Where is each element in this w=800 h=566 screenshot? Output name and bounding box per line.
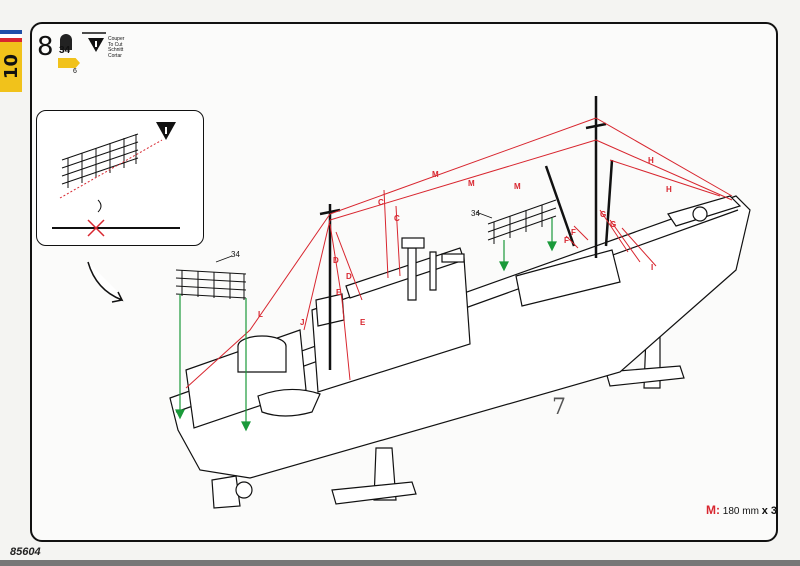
rigging-label-c: C: [394, 214, 400, 223]
rigging-label-g: G: [600, 210, 607, 219]
paint-reference: 34: [59, 45, 71, 56]
part-number: 34: [231, 250, 240, 259]
railing-part: [61, 133, 139, 188]
legend-letter: M: [706, 503, 716, 517]
detail-inset: [36, 110, 204, 246]
paint-sub: 6: [73, 68, 77, 75]
rigging-label-f: F: [564, 236, 569, 245]
lifeboat: [257, 388, 321, 417]
rigging-label-m: M: [468, 179, 475, 188]
rigging-label-i: I: [651, 263, 654, 272]
rigging-label-g: G: [610, 220, 617, 229]
cross-icon: [87, 219, 105, 237]
product-code: 85604: [10, 546, 41, 558]
rigging-label-d: D: [346, 272, 352, 281]
page-number-tab: 10: [0, 42, 22, 92]
rigging-lines: [185, 117, 733, 389]
part-number: 34: [471, 209, 480, 218]
rigging-label-h: H: [666, 185, 672, 194]
flag-icon: [0, 30, 22, 42]
paint-chip-icon: [58, 58, 80, 68]
step-number: 8: [37, 32, 54, 62]
rigging-label-m: M: [432, 170, 439, 179]
legend-count: x 3: [761, 505, 777, 517]
assembly-mark: 7: [552, 395, 566, 420]
bottom-strip: [0, 560, 800, 566]
rudder: [211, 475, 241, 509]
placement-arrows: [175, 218, 557, 432]
rigging-label-m: M: [514, 182, 521, 191]
rigging-label-h: H: [648, 156, 654, 165]
arrow-icon: [87, 261, 124, 303]
rigging-label-c: C: [378, 198, 384, 207]
railing-parts: [175, 199, 557, 300]
rigging-label-l: L: [258, 310, 263, 319]
rigging-label-j: J: [300, 318, 305, 327]
rigging-label-e: E: [360, 318, 366, 327]
hatch: [515, 249, 621, 307]
legend-length: 180 mm: [722, 506, 759, 517]
rigging-label-d: D: [333, 256, 339, 265]
rigging-label-f: F: [571, 228, 576, 237]
rigging-label-e: E: [336, 288, 342, 297]
rigging-legend: M: 180 mm x 3: [706, 503, 777, 517]
